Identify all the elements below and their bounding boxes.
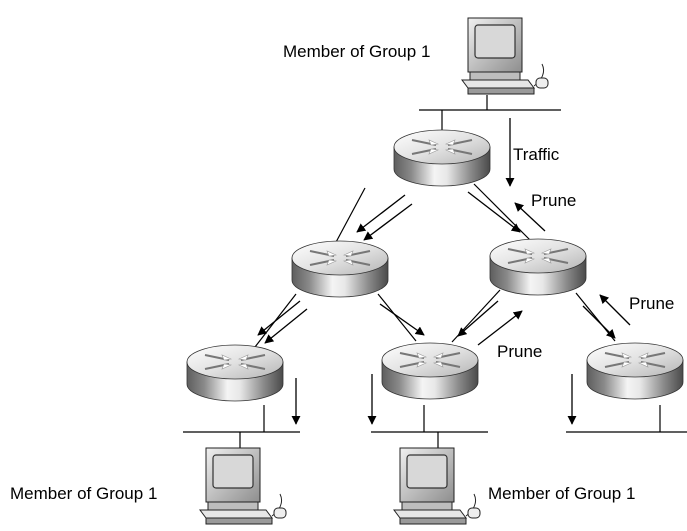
workstation-icon: [393, 447, 481, 525]
router-icon: [586, 342, 684, 400]
prune-label-top: Prune: [531, 191, 577, 210]
prune-label-right: Prune: [629, 294, 675, 313]
traffic-label: Traffic: [513, 145, 560, 164]
member-label-top: Member of Group 1: [283, 42, 431, 61]
router-icon: [291, 240, 389, 298]
workstation-icon: [461, 17, 549, 95]
member-label-bottom-left: Member of Group 1: [10, 484, 158, 503]
router-icon: [489, 238, 587, 296]
traffic-arrows: [257, 118, 631, 425]
router-icon: [186, 344, 284, 402]
router-icon: [393, 129, 491, 187]
workstation-icon: [199, 447, 287, 525]
prune-label-middle: Prune: [497, 342, 543, 361]
router-icon: [381, 342, 479, 400]
member-label-bottom-right: Member of Group 1: [488, 484, 636, 503]
